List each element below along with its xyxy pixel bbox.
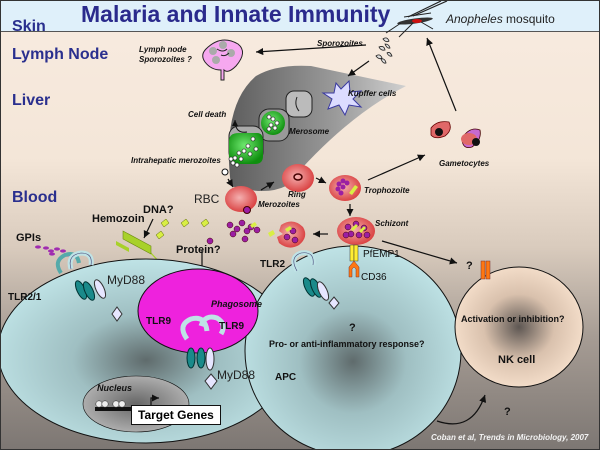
bottom-question-mark: ? (504, 406, 511, 418)
tlr9-receptor-icon (180, 314, 226, 390)
gpis-label: GPIs (16, 232, 42, 244)
apc-response-label: Pro- or anti-inflammatory response? (269, 339, 425, 349)
nk-receptor-icon (480, 260, 491, 280)
kupffer-cells-label: Kupffer cells (348, 89, 397, 98)
dna-strand-icon (95, 394, 159, 411)
page-title: Malaria and Innate Immunity (81, 1, 391, 27)
tlr2-receptor-icon (291, 250, 340, 310)
nk-question-label: Activation or inhibition? (461, 314, 565, 324)
mosquito-label-genus: Anopheles (446, 12, 503, 26)
pfemp1-label: PfEMP1 (363, 249, 400, 260)
rbc-cells (155, 164, 375, 248)
nk-cell-label: NK cell (498, 354, 536, 366)
region-lymph-node: Lymph Node (12, 46, 109, 63)
trophozoite-label: Trophozoite (364, 186, 410, 195)
myd88-bottom-label: MyD88 (217, 368, 256, 382)
tlr9-right-label: TLR9 (219, 321, 244, 332)
tlr2-label: TLR2 (260, 259, 285, 270)
ring-label: Ring (288, 190, 306, 199)
liver-icon (228, 65, 406, 191)
mosquito-label-suffix: mosquito (502, 12, 555, 26)
mosquito-label: Anopheles mosquito (446, 12, 555, 26)
dna-label: DNA? (143, 204, 174, 216)
gametocytes-icon (430, 121, 481, 148)
lymph-node-sporozoites-label-1: Lymph node (139, 45, 187, 54)
intrahepatic-merozoites-label: Intrahepatic merozoites (131, 156, 221, 165)
region-liver: Liver (12, 92, 51, 109)
nk-cell-body (454, 266, 584, 388)
phagosome-label: Phagosome (211, 299, 263, 309)
myd88-top-label: MyD88 (107, 273, 146, 287)
protein-label: Protein? (176, 244, 221, 256)
nucleus-label: Nucleus (97, 383, 133, 393)
hemozoin-label: Hemozoin (92, 213, 145, 225)
lymph-node-sporozoites-label-2: Sporozoites ? (139, 55, 192, 64)
gametocytes-label: Gametocytes (439, 159, 490, 168)
tlr21-receptor-icon (55, 250, 123, 322)
tlr9-left-label: TLR9 (146, 316, 171, 327)
apc-question-mark: ? (349, 322, 356, 334)
tlr21-label: TLR2/1 (8, 292, 42, 303)
region-blood: Blood (12, 189, 58, 206)
cd36-label: CD36 (361, 272, 387, 283)
sporozoites-label: Sporozoites (317, 39, 363, 48)
target-genes-box: Target Genes (131, 405, 221, 425)
phagosome-vesicle (137, 268, 259, 354)
nk-receptor-question-mark: ? (466, 260, 473, 272)
schizont-label: Schizont (375, 219, 409, 228)
header-band (1, 1, 599, 32)
merozoites-label: Merozoites (258, 200, 300, 209)
merosome-label: Merosome (289, 127, 330, 136)
sporozoites-cluster-icon (375, 37, 393, 64)
hemozoin-crystal-icon (116, 230, 152, 255)
apc-label: APC (275, 372, 297, 383)
citation: Coban et al, Trends in Microbiology, 200… (431, 433, 589, 442)
cell-death-label: Cell death (188, 110, 227, 119)
rbc-label: RBC (194, 192, 220, 206)
lymph-node-icon (202, 39, 243, 81)
pfemp1-cd36-icon (348, 244, 360, 278)
region-skin: Skin (12, 18, 46, 35)
mosquito-icon (385, 1, 448, 38)
